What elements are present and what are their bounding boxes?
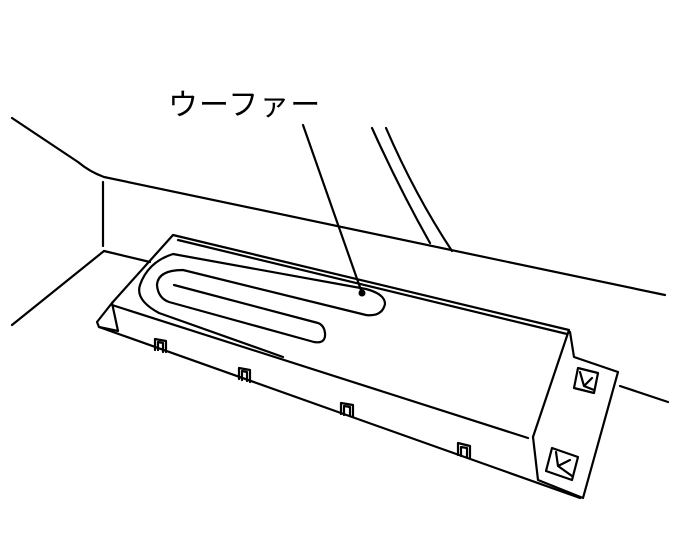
door-line-inner [384,126,454,253]
door-line-outer [370,126,432,245]
enclosure-top-back-edge [176,238,569,336]
mounting-hole [544,446,580,482]
mounting-tab [153,337,168,354]
enclosure-right-flange [531,330,620,500]
mounting-tab [237,366,252,384]
flange-mounting-holes [544,366,600,482]
right-background-edge [618,384,670,404]
woofer-enclosure [95,233,620,500]
enclosure-front-upper-edge [110,303,530,440]
mounting-hole [572,366,600,395]
callout-leader-line [301,123,364,295]
mounting-tab [456,441,472,460]
mounting-tabs [153,337,472,460]
enclosure-front-bottom-edge [97,325,582,500]
floor-edge [102,249,152,264]
mounting-tab [339,401,355,419]
horn-port-slot [138,252,387,359]
woofer-callout-label: ウーファー [168,88,322,123]
enclosure-top-face [110,233,571,439]
dashboard-top-edge [10,116,667,297]
vehicle-interior-background [10,116,670,404]
floor-left-edge [10,249,106,327]
